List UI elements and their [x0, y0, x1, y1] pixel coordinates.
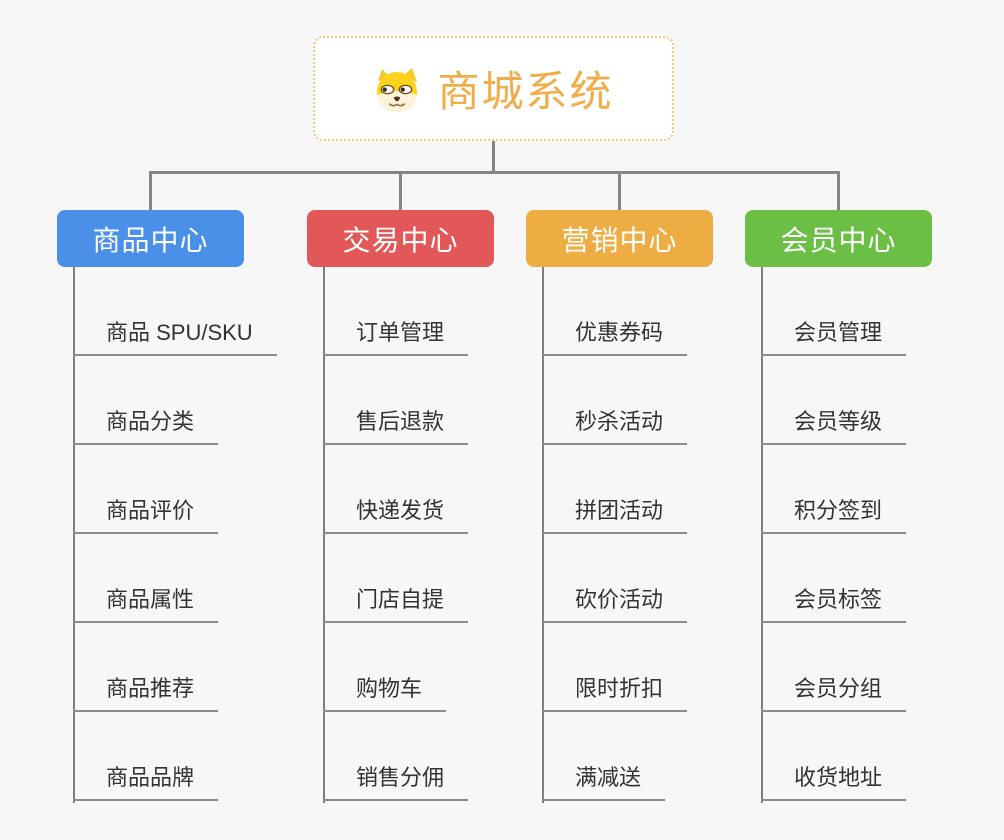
branch-product-center: 商品中心 商品 SPU/SKU 商品分类 商品评价 商品属性 商品推荐 商品品牌 — [57, 210, 287, 803]
leaf-node[interactable]: 积分签到 — [745, 445, 965, 534]
branch-trade-center: 交易中心 订单管理 售后退款 快递发货 门店自提 购物车 销售分佣 — [307, 210, 537, 803]
leaf-node-label[interactable]: 商品评价 — [73, 493, 219, 534]
branch-node-marketing-center[interactable]: 营销中心 — [526, 210, 713, 267]
leaf-node-label[interactable]: 限时折扣 — [542, 671, 688, 712]
connector-drop-1 — [149, 171, 152, 211]
leaf-node[interactable]: 售后退款 — [307, 356, 527, 445]
leaf-node-label[interactable]: 商品属性 — [73, 582, 219, 623]
leaf-node-label[interactable]: 会员分组 — [761, 671, 907, 712]
leaf-node-label[interactable]: 快递发货 — [323, 493, 469, 534]
leaf-node-label[interactable]: 售后退款 — [323, 404, 469, 445]
connector-drop-4 — [837, 171, 840, 211]
connector-trunk — [149, 171, 840, 174]
leaf-node-label[interactable]: 秒杀活动 — [542, 404, 688, 445]
leaf-node[interactable]: 会员等级 — [745, 356, 965, 445]
leaf-node-label[interactable]: 商品推荐 — [73, 671, 219, 712]
leaf-node[interactable]: 销售分佣 — [307, 712, 527, 801]
leaf-node[interactable]: 限时折扣 — [526, 623, 746, 712]
leaf-node-label[interactable]: 拼团活动 — [542, 493, 688, 534]
leaf-node[interactable]: 商品评价 — [57, 445, 277, 534]
leaf-node-label[interactable]: 商品分类 — [73, 404, 219, 445]
branch-node-member-center[interactable]: 会员中心 — [745, 210, 932, 267]
branch-node-product-center[interactable]: 商品中心 — [57, 210, 244, 267]
leaf-node[interactable]: 满减送 — [526, 712, 746, 801]
root-node-label: 商城系统 — [437, 68, 614, 115]
branch-member-center: 会员中心 会员管理 会员等级 积分签到 会员标签 会员分组 收货地址 — [745, 210, 975, 803]
connector-root-stem — [492, 141, 495, 174]
branch-connector-line — [323, 267, 325, 803]
leaf-node[interactable]: 快递发货 — [307, 445, 527, 534]
leaf-node-label[interactable]: 商品品牌 — [73, 760, 219, 801]
leaf-node[interactable]: 订单管理 — [307, 267, 527, 356]
leaf-node-label[interactable]: 收货地址 — [761, 760, 907, 801]
branch-connector-line — [542, 267, 544, 803]
connector-drop-2 — [399, 171, 402, 211]
leaf-node-label[interactable]: 满减送 — [542, 760, 666, 801]
leaf-node-label[interactable]: 会员标签 — [761, 582, 907, 623]
leaf-node[interactable]: 商品属性 — [57, 534, 277, 623]
leaf-node-label[interactable]: 订单管理 — [323, 315, 469, 356]
leaf-node[interactable]: 商品分类 — [57, 356, 277, 445]
doge-face-icon — [377, 67, 418, 112]
branch-connector-line — [73, 267, 75, 803]
leaf-node[interactable]: 会员标签 — [745, 534, 965, 623]
leaf-node-label[interactable]: 销售分佣 — [323, 760, 469, 801]
leaf-node-label[interactable]: 砍价活动 — [542, 582, 688, 623]
leaf-node[interactable]: 门店自提 — [307, 534, 527, 623]
connector-drop-3 — [618, 171, 621, 211]
leaf-node[interactable]: 砍价活动 — [526, 534, 746, 623]
leaf-node[interactable]: 商品 SPU/SKU — [57, 267, 277, 356]
branch-connector-line — [761, 267, 763, 803]
leaf-node[interactable]: 会员管理 — [745, 267, 965, 356]
leaf-node[interactable]: 秒杀活动 — [526, 356, 746, 445]
branch-marketing-center: 营销中心 优惠券码 秒杀活动 拼团活动 砍价活动 限时折扣 满减送 — [526, 210, 756, 803]
leaf-node-label[interactable]: 优惠券码 — [542, 315, 688, 356]
branch-node-trade-center[interactable]: 交易中心 — [307, 210, 494, 267]
root-node[interactable]: 商城系统 — [313, 36, 674, 141]
leaf-node[interactable]: 收货地址 — [745, 712, 965, 801]
leaf-node-label[interactable]: 会员管理 — [761, 315, 907, 356]
leaf-node[interactable]: 拼团活动 — [526, 445, 746, 534]
leaf-node[interactable]: 商品品牌 — [57, 712, 277, 801]
leaf-node-label[interactable]: 商品 SPU/SKU — [73, 315, 277, 356]
leaf-node-label[interactable]: 会员等级 — [761, 404, 907, 445]
leaf-node-label[interactable]: 购物车 — [323, 671, 447, 712]
leaf-node-label[interactable]: 门店自提 — [323, 582, 469, 623]
leaf-node[interactable]: 购物车 — [307, 623, 527, 712]
leaf-node[interactable]: 优惠券码 — [526, 267, 746, 356]
leaf-node[interactable]: 会员分组 — [745, 623, 965, 712]
leaf-node[interactable]: 商品推荐 — [57, 623, 277, 712]
leaf-node-label[interactable]: 积分签到 — [761, 493, 907, 534]
